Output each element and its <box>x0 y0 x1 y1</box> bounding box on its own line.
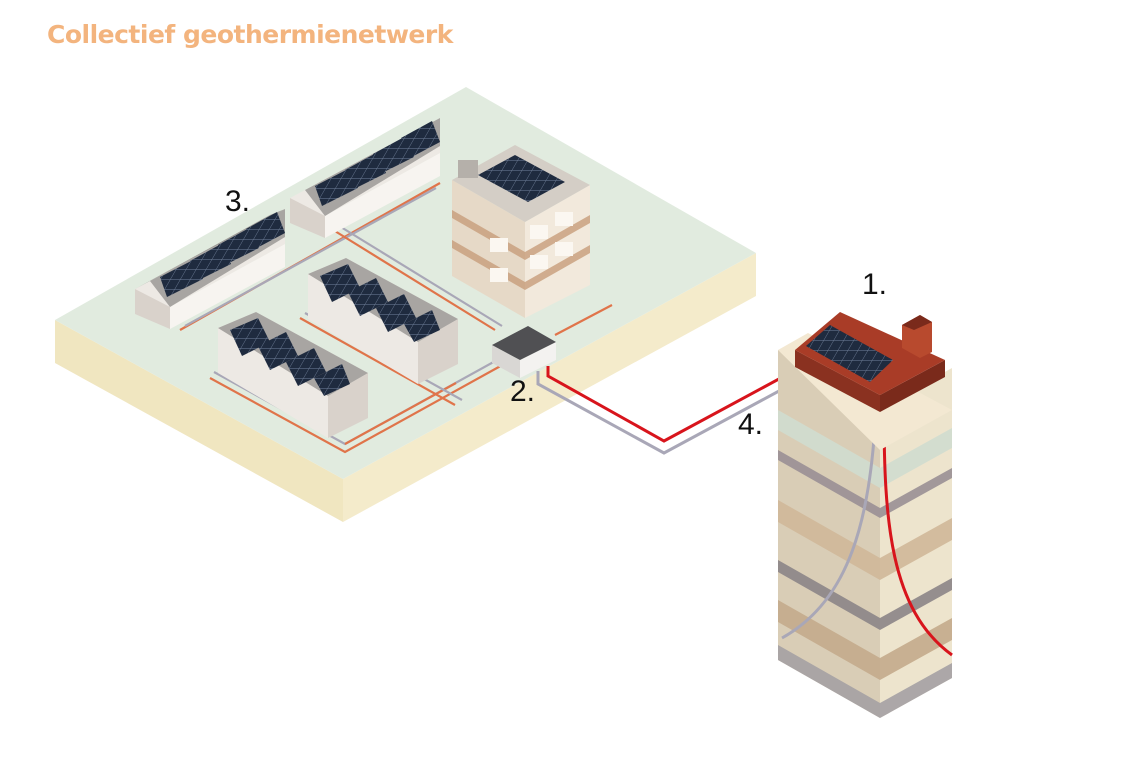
solar-panel-icon <box>348 278 388 316</box>
solar-panel-icon <box>404 310 440 342</box>
ground-left-side <box>55 320 343 522</box>
pipe-branch-row1-return <box>184 187 437 327</box>
label-houses: 3. <box>225 185 251 218</box>
borehole-column <box>778 350 953 718</box>
solar-panel-icon <box>806 325 893 382</box>
heat-exchanger-icon <box>492 326 556 378</box>
row-house-block-4 <box>218 312 368 438</box>
district-heating-pipes <box>179 182 613 454</box>
hot-borehole-pipe <box>882 409 953 657</box>
solar-panel-icon <box>401 121 440 159</box>
label-transport-pipe: 4. <box>738 408 764 441</box>
pipe-row2 <box>299 317 456 406</box>
pipe-main-trunk <box>209 357 516 454</box>
cold-pipe <box>536 371 793 455</box>
apartment-building-icon <box>452 145 590 318</box>
row-house-block-3 <box>308 258 458 384</box>
solar-panel-icon <box>376 294 416 332</box>
solar-panel-icon <box>160 259 203 297</box>
row-house-block-1 <box>135 209 285 329</box>
label-plant: 1. <box>862 268 888 301</box>
solar-panel-icon <box>314 364 350 396</box>
solar-panel-icon <box>258 332 298 370</box>
pipe-branch-row3 <box>344 382 457 445</box>
transport-pipes <box>536 366 793 455</box>
solar-panel-icon <box>246 212 285 250</box>
pipe-apartment <box>554 304 613 336</box>
solar-panel-icon <box>478 155 565 202</box>
geothermal-plant-icon <box>778 312 952 450</box>
hot-pipe <box>546 366 791 443</box>
label-exchanger: 2. <box>510 375 536 408</box>
row-house-block-2 <box>290 118 440 238</box>
cold-borehole-pipe <box>781 409 878 640</box>
solar-panel-icon <box>286 348 326 386</box>
pipe-to-exchanger <box>329 227 496 331</box>
diagram-title: Collectief geothermienetwerk <box>47 20 453 49</box>
pipe-to-exchanger-return <box>335 223 503 327</box>
solar-panel-icon <box>315 168 358 206</box>
ground-right-side <box>343 253 756 522</box>
